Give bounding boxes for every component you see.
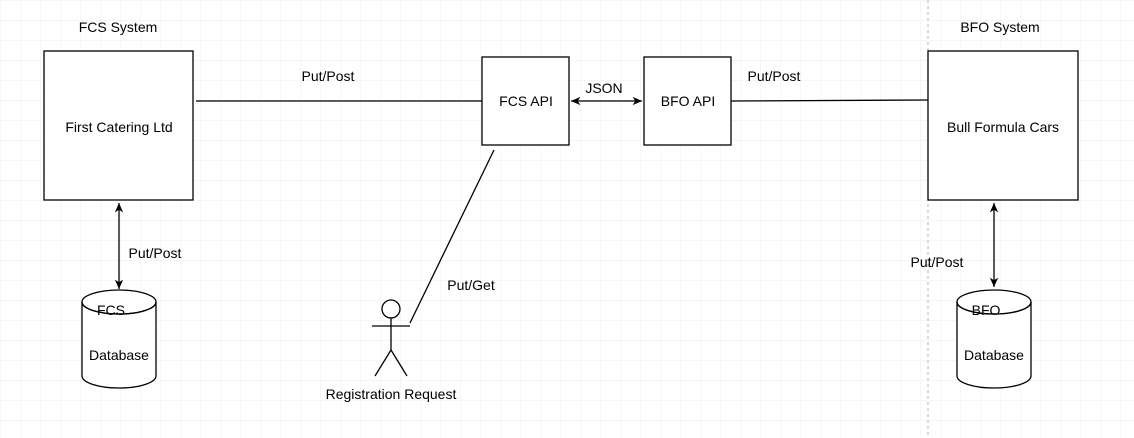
bfo-api-node[interactable]: BFO API — [643, 56, 732, 146]
registration-actor[interactable] — [372, 299, 410, 377]
bull-formula-label: Bull Formula Cars — [947, 119, 1059, 135]
bfo-database-node[interactable]: BFO Database — [956, 289, 1032, 389]
fcs-api-node[interactable]: FCS API — [481, 56, 570, 146]
actor-label: Registration Request — [326, 386, 457, 402]
edge-fcs-db-label: Put/Post — [129, 245, 182, 261]
fcs-database-node[interactable]: FCS Database — [81, 289, 157, 389]
bfo-db-name: BFO — [972, 302, 1001, 318]
edge-fcs-to-api-label: Put/Post — [302, 68, 355, 84]
actor-head-icon — [381, 299, 401, 319]
edge-actor-label: Put/Get — [447, 277, 495, 293]
bfo-api-label: BFO API — [661, 93, 715, 109]
edge-actor-to-api[interactable] — [409, 149, 495, 324]
fcs-system-title: FCS System — [79, 19, 158, 35]
bull-formula-node[interactable]: Bull Formula Cars — [927, 50, 1079, 201]
edge-api-to-bfo[interactable] — [730, 99, 929, 102]
edge-bfo-db-label: Put/Post — [911, 254, 964, 270]
fcs-db-label: Database — [89, 347, 149, 363]
bfo-db-label: Database — [964, 347, 1024, 363]
fcs-db-name: FCS — [97, 302, 125, 318]
edge-api-to-bfo-label: Put/Post — [748, 68, 801, 84]
fcs-api-label: FCS API — [499, 93, 553, 109]
first-catering-label: First Catering Ltd — [65, 119, 172, 135]
edge-api-json-label: JSON — [585, 80, 622, 96]
first-catering-node[interactable]: First Catering Ltd — [43, 50, 194, 201]
bfo-system-title: BFO System — [960, 19, 1039, 35]
